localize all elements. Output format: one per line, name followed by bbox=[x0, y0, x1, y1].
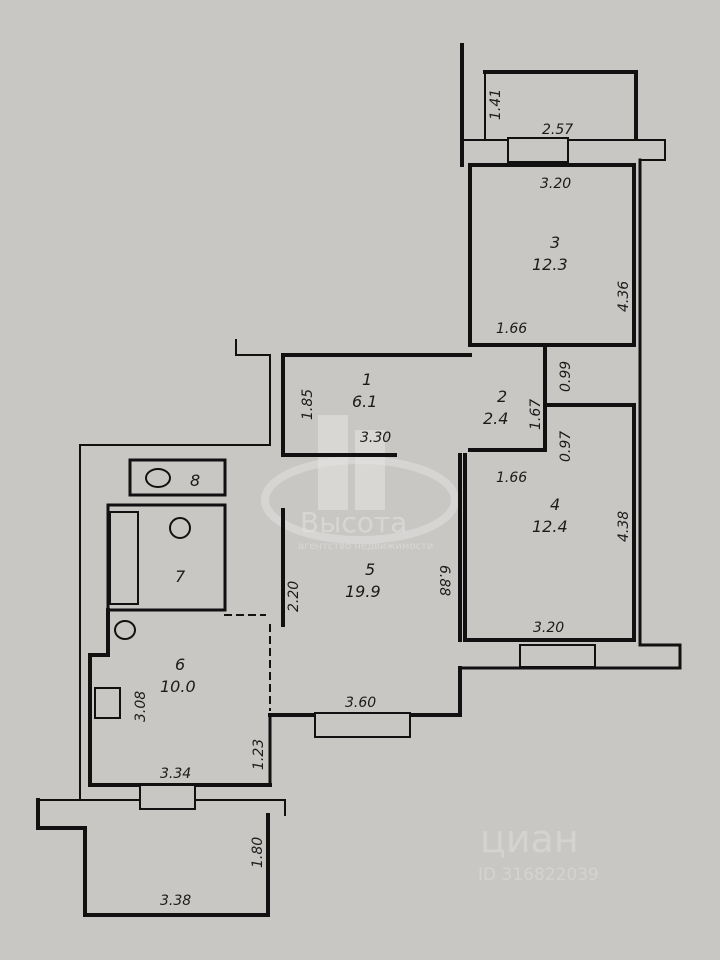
room-2-area: 2.4 bbox=[483, 409, 508, 428]
dimension-label: 4.36 bbox=[616, 281, 632, 312]
dimension-label: 3.20 bbox=[540, 176, 571, 192]
walls bbox=[36, 43, 682, 917]
watermark-tagline: агентство недвижимости bbox=[298, 541, 433, 552]
dimension-label: 3.38 bbox=[160, 893, 191, 909]
dimension-label: 1.80 bbox=[250, 837, 266, 868]
dimension-label: 2.57 bbox=[542, 122, 573, 138]
dimension-label: 3.34 bbox=[160, 766, 191, 782]
room-1-area: 6.1 bbox=[352, 392, 377, 411]
dimension-label: 1.66 bbox=[496, 321, 527, 337]
room-labels: 3 12.3 1 6.1 2 2.4 4 12.4 5 19.9 6 10.0 … bbox=[160, 233, 568, 696]
room-4-number: 4 bbox=[550, 495, 560, 514]
room-3-number: 3 bbox=[550, 233, 560, 252]
room-6-number: 6 bbox=[175, 655, 185, 674]
dimension-label: 3.30 bbox=[360, 430, 391, 446]
dimension-label: 3.60 bbox=[345, 695, 376, 711]
dimension-label: 0.97 bbox=[558, 431, 574, 462]
dimension-label: 1.67 bbox=[528, 399, 544, 430]
room-6-area: 10.0 bbox=[160, 677, 196, 696]
listing-watermark: циан ID 316822039 bbox=[478, 817, 599, 885]
dimension-label: 4.38 bbox=[616, 511, 632, 542]
dimension-label: 3.08 bbox=[133, 691, 149, 722]
room-1-number: 1 bbox=[362, 370, 372, 389]
dimension-labels: 1.41 2.57 3.20 4.36 1.66 0.99 1.85 3.30 … bbox=[133, 89, 632, 909]
watermark-text: Высота агентство недвижимости bbox=[298, 506, 433, 552]
room-8-number: 8 bbox=[190, 471, 200, 490]
room-3-area: 12.3 bbox=[532, 255, 568, 274]
dimension-label: 1.85 bbox=[300, 389, 316, 420]
room-4-area: 12.4 bbox=[532, 517, 568, 536]
dimension-label: 6.88 bbox=[436, 565, 452, 596]
dimension-label: 0.99 bbox=[558, 361, 574, 392]
room-2-number: 2 bbox=[497, 387, 507, 406]
room-5-number: 5 bbox=[365, 560, 375, 579]
watermark-logo bbox=[261, 415, 459, 544]
dimension-label: 2.20 bbox=[286, 581, 302, 612]
room-7-number: 7 bbox=[175, 567, 186, 586]
watermark-brand: Высота bbox=[300, 506, 407, 539]
dimension-label: 1.41 bbox=[488, 89, 504, 120]
listing-id: ID 316822039 bbox=[478, 865, 599, 885]
room-5-area: 19.9 bbox=[345, 582, 381, 601]
listing-site: циан bbox=[480, 817, 579, 861]
dimension-label: 1.66 bbox=[496, 470, 527, 486]
dimension-label: 3.20 bbox=[533, 620, 564, 636]
dimension-label: 1.23 bbox=[251, 739, 267, 770]
